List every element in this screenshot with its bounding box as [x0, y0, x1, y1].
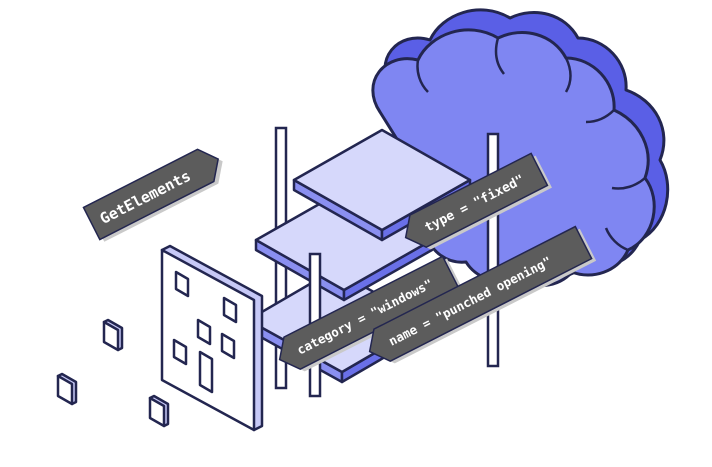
cloud-detail: [416, 37, 646, 252]
tag-type: type = "fixed": [404, 152, 552, 250]
loose-window-icon: [56, 372, 78, 406]
loose-windows: [56, 318, 170, 428]
tag-shape: [404, 152, 549, 249]
window-icon: [222, 296, 238, 324]
building-facade: [160, 244, 264, 432]
window-icon: [172, 338, 188, 366]
door-icon: [198, 350, 214, 394]
window-icon: [220, 332, 236, 360]
post-right-back: [486, 132, 500, 368]
tag-shape: [368, 225, 593, 363]
tag-shape: [278, 255, 460, 371]
loose-window-icon: [102, 318, 124, 352]
plate-top-top: [292, 128, 472, 232]
facade-windows: [172, 270, 238, 394]
window-icon: [174, 270, 190, 298]
loose-window-icon: [148, 394, 170, 428]
tag-get-elements: GetElements: [82, 148, 223, 242]
window-icon: [196, 318, 212, 346]
tag-shape: [82, 148, 220, 241]
